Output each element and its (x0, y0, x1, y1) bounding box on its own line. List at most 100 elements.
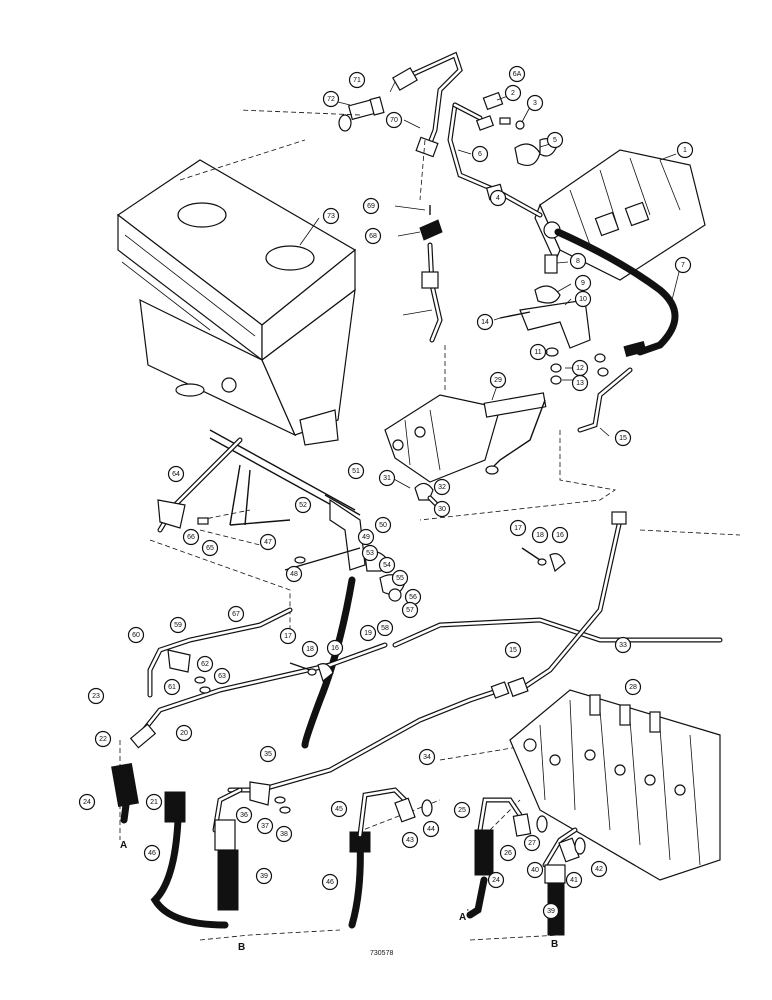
callout-5: 5 (546, 131, 564, 149)
callout-number: 45 (335, 806, 343, 813)
callout-34: 34 (418, 748, 436, 766)
adapter-fitting (338, 96, 385, 132)
callout-number: 11 (534, 349, 541, 356)
callout-28: 28 (624, 678, 642, 696)
callout-51: 51 (347, 462, 365, 480)
callout-14: 14 (476, 313, 494, 331)
callout-36: 36 (235, 806, 253, 824)
callout-number: 17 (284, 633, 292, 640)
callout-number: 61 (168, 684, 176, 691)
callout-44: 44 (422, 820, 440, 838)
callout-23: 23 (87, 687, 105, 705)
callout-number: 15 (509, 647, 517, 654)
callout-number: 51 (352, 468, 360, 475)
callout-number: 70 (390, 117, 398, 124)
callout-number: 32 (438, 484, 446, 491)
callout-31: 31 (378, 469, 396, 487)
callout-3: 3 (526, 94, 544, 112)
callout-16: 16 (551, 526, 569, 544)
callout-33: 33 (614, 636, 632, 654)
callout-41: 41 (565, 871, 583, 889)
long-tube (227, 681, 510, 793)
callout-number: 16 (331, 645, 339, 652)
callout-number: 7 (681, 262, 685, 269)
callout-53: 53 (361, 544, 379, 562)
callout-15: 15 (504, 641, 522, 659)
callout-number: 10 (579, 296, 587, 303)
connection-ref-a-right: A (459, 912, 466, 923)
callout-69: 69 (362, 197, 380, 215)
callout-6a: 6A (508, 65, 526, 83)
callout-number: 20 (180, 730, 188, 737)
callout-62: 62 (196, 655, 214, 673)
callout-32: 32 (433, 478, 451, 496)
callout-16: 16 (326, 639, 344, 657)
callout-number: 60 (132, 632, 140, 639)
callout-17: 17 (279, 627, 297, 645)
callout-64: 64 (167, 465, 185, 483)
callout-number: 53 (366, 550, 374, 557)
callout-73: 73 (322, 207, 340, 225)
callout-number: 40 (531, 867, 539, 874)
callout-15: 15 (614, 429, 632, 447)
bolt-and-clip (289, 547, 566, 683)
callout-24: 24 (487, 871, 505, 889)
callout-52: 52 (294, 496, 312, 514)
callout-29: 29 (489, 371, 507, 389)
callout-27: 27 (523, 834, 541, 852)
callout-57: 57 (401, 601, 419, 619)
callout-number: 26 (504, 850, 512, 857)
callout-49: 49 (357, 528, 375, 546)
callout-6: 6 (471, 145, 489, 163)
callout-number: 72 (327, 96, 335, 103)
callout-number: 34 (423, 754, 431, 761)
callout-number: 43 (406, 837, 414, 844)
callout-71: 71 (348, 71, 366, 89)
callout-number: 71 (353, 77, 361, 84)
callout-number: 17 (514, 525, 522, 532)
callout-number: 22 (99, 736, 107, 743)
callout-number: 64 (172, 471, 180, 478)
callout-46: 46 (321, 873, 339, 891)
callout-37: 37 (256, 817, 274, 835)
callout-number: 24 (83, 799, 91, 806)
callout-number: 1 (683, 147, 687, 154)
callout-number: 28 (629, 684, 637, 691)
callout-number: 30 (438, 506, 446, 513)
callout-number: 73 (327, 213, 335, 220)
callout-2: 2 (504, 84, 522, 102)
pump-pressure-hose (554, 228, 679, 356)
return-elbow-tube (392, 51, 463, 158)
callout-number: 56 (409, 594, 417, 601)
connection-ref-b-right: B (551, 939, 558, 950)
callout-number: 33 (619, 642, 627, 649)
callout-number: 15 (619, 435, 627, 442)
callout-number: 27 (528, 840, 536, 847)
callout-number: 35 (264, 751, 272, 758)
callout-number: 68 (369, 233, 377, 240)
callout-24: 24 (78, 793, 96, 811)
callout-number: 23 (92, 693, 100, 700)
callout-21: 21 (145, 793, 163, 811)
callout-45: 45 (330, 800, 348, 818)
callout-number: 66 (187, 534, 195, 541)
callout-18: 18 (531, 526, 549, 544)
callout-number: 18 (306, 646, 314, 653)
hose-end-fitting (623, 340, 647, 358)
callout-number: 69 (367, 203, 375, 210)
callout-number: 3 (533, 100, 537, 107)
callout-9: 9 (574, 274, 592, 292)
callout-63: 63 (213, 667, 231, 685)
callout-number: 67 (232, 611, 240, 618)
callout-1: 1 (676, 141, 694, 159)
callout-61: 61 (163, 678, 181, 696)
callout-leaders (299, 81, 681, 489)
callout-7: 7 (674, 256, 692, 274)
pump-tube (447, 102, 543, 218)
callout-number: 21 (150, 799, 158, 806)
callout-12: 12 (571, 359, 589, 377)
callout-number: 16 (556, 532, 564, 539)
callout-54: 54 (378, 556, 396, 574)
callout-10: 10 (574, 290, 592, 308)
